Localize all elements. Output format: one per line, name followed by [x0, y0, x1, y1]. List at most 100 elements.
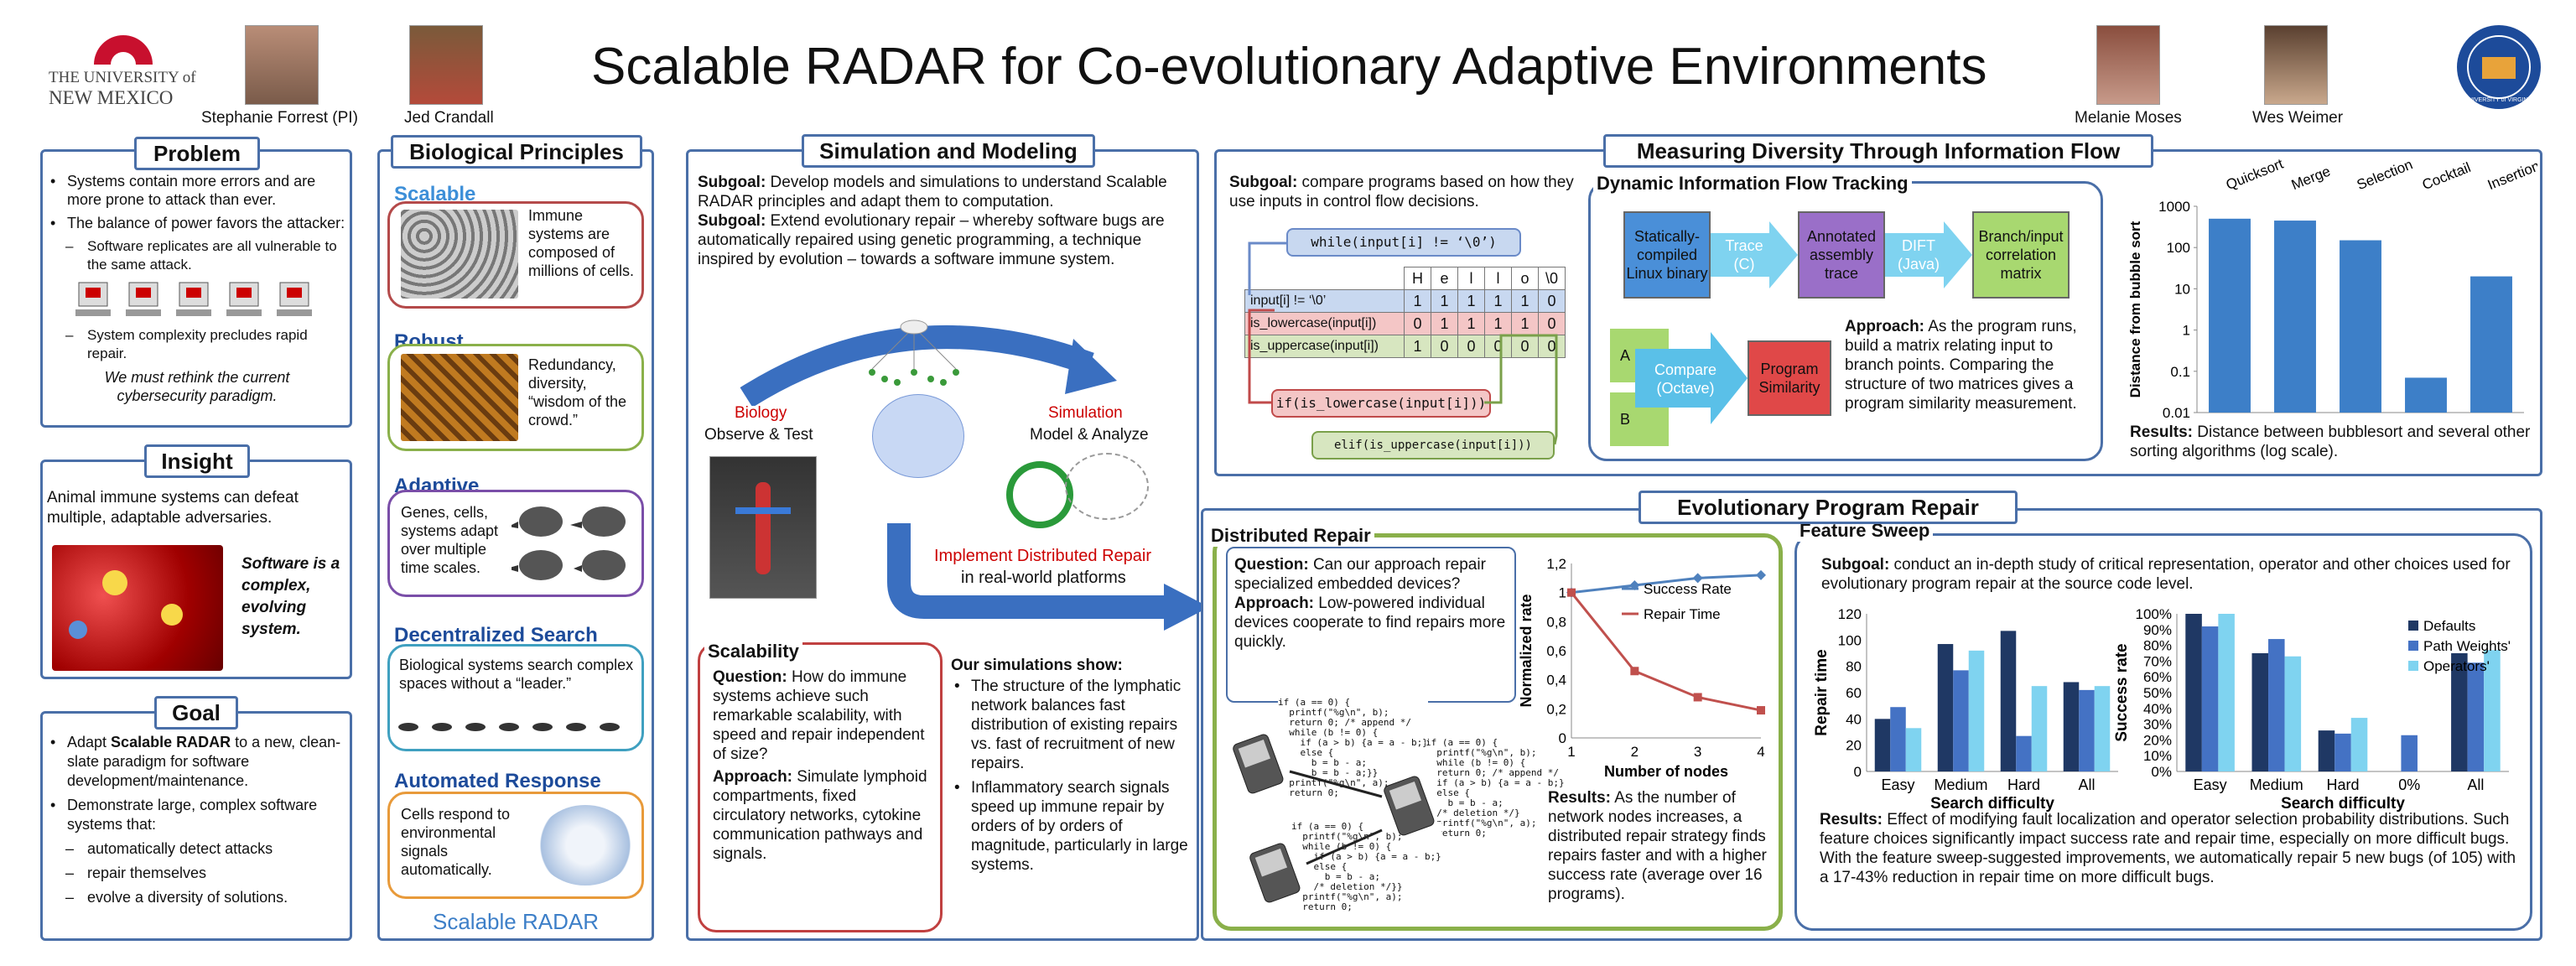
- y-axis-label: Distance from bubble sort: [2127, 221, 2143, 397]
- y-tick-label: 20%: [2143, 732, 2172, 748]
- bio-auto-head: Automated Response: [394, 770, 601, 792]
- x-tick-label: Easy: [1881, 776, 1914, 793]
- diversity-results: Results: Distance between bubblesort and…: [2130, 423, 2531, 460]
- x-tick-label: 0%: [2398, 776, 2420, 793]
- x-tick-label: Cocktail: [2420, 159, 2473, 193]
- legend-swatch: [2408, 641, 2418, 651]
- bar-cocktail: [2405, 377, 2447, 413]
- legend-swatch: [2408, 661, 2418, 671]
- cycle-arrow-icon: [740, 325, 1117, 406]
- scalability-card: [698, 642, 943, 932]
- y-tick-label: 1: [2183, 323, 2190, 339]
- ring-diagram: [1006, 453, 1157, 537]
- bar: [2401, 735, 2418, 771]
- legend-label: Operators': [2423, 658, 2490, 674]
- bar: [1890, 707, 1906, 771]
- bio-decentral-head: Decentralized Search: [394, 624, 598, 647]
- flow-binary: Statically-compiled Linux binary: [1623, 211, 1711, 299]
- matrix-cell: 0: [1457, 335, 1485, 358]
- y-tick-label: 40: [1846, 711, 1862, 727]
- x-tick-label: Medium: [2250, 776, 2303, 793]
- bio-footer: Scalable RADAR: [433, 909, 599, 934]
- y-tick-label: 1: [1559, 585, 1566, 601]
- problem-bullet-1: Systems contain more errors and are more…: [47, 172, 347, 209]
- cell-response-image: [537, 805, 634, 886]
- bar: [2201, 626, 2219, 771]
- bees-image: [401, 354, 518, 441]
- bar: [2318, 730, 2335, 771]
- bio-tab: Biological Principles: [391, 135, 642, 169]
- sim-subgoal-2: Subgoal: Extend evolutionary repair – wh…: [698, 212, 1165, 268]
- matrix-cell: 0: [1484, 335, 1512, 358]
- bar: [2031, 686, 2048, 771]
- bar: [1905, 728, 1922, 771]
- matrix-col-0: H: [1404, 267, 1431, 290]
- repair-time-point: [1757, 706, 1765, 715]
- y-tick-label: 60%: [2143, 669, 2172, 685]
- matrix-row-label: input[i] != ‘\0’: [1244, 289, 1405, 313]
- matrix-cell: 1: [1457, 312, 1485, 335]
- flow-dift: DIFT (Java): [1897, 237, 1940, 273]
- unm-line2: NEW MEXICO: [49, 87, 174, 108]
- y-tick-label: 20: [1846, 738, 1862, 754]
- bar: [2484, 650, 2501, 771]
- goal-dash-1: automatically detect attacks: [65, 839, 347, 859]
- x-tick-label: 3: [1694, 744, 1701, 760]
- matrix-cell: 0: [1538, 289, 1566, 313]
- x-tick-label: Merge: [2289, 164, 2333, 194]
- photo-jed-crandall: [409, 25, 483, 105]
- code-snippet-2: if (a == 0) { printf("%g\n", b); while (…: [1426, 737, 1565, 839]
- bar: [2016, 735, 2032, 771]
- y-tick-label: 100%: [2136, 606, 2172, 622]
- code-snippet-3: if (a == 0) { printf("%g\n", b); while (…: [1291, 821, 1441, 912]
- matrix-cell: 1: [1484, 289, 1512, 313]
- fs-subgoal: Subgoal: conduct an in-depth study of cr…: [1821, 556, 2511, 593]
- bar: [1953, 670, 1969, 771]
- bio-decentral-text: Biological systems search complex spaces…: [399, 657, 634, 692]
- matrix-cell: 1: [1431, 289, 1458, 313]
- x-tick-label: 1: [1567, 744, 1575, 760]
- flow-trace: Trace (C): [1725, 237, 1763, 273]
- sim-model-label: Model & Analyze: [1030, 426, 1149, 444]
- sim-simulation-label: Simulation: [1048, 404, 1123, 422]
- name-melanie-moses: Melanie Moses: [2075, 109, 2182, 127]
- series-line-1: [1570, 591, 1762, 712]
- matrix-col-3: l: [1484, 267, 1512, 290]
- bar: [2218, 614, 2235, 771]
- repair-time-point: [1567, 588, 1576, 597]
- goal-dash-3: evolve a diversity of solutions.: [65, 888, 347, 907]
- matrix-row-label: is_uppercase(input[i]): [1244, 335, 1405, 358]
- legend-label: Defaults: [2423, 618, 2475, 634]
- legend-swatch: [2408, 621, 2418, 631]
- computer-icons: [75, 282, 312, 316]
- x-tick-label: Hard: [2326, 776, 2359, 793]
- y-tick-label: 100: [2167, 240, 2190, 256]
- bar: [2063, 682, 2080, 771]
- insight-tab: Insight: [144, 444, 250, 478]
- legend-label: Path Weights': [2423, 638, 2511, 654]
- y-axis-label: Success rate: [2113, 643, 2131, 741]
- y-tick-label: 70%: [2143, 653, 2172, 669]
- x-axis-label: Search difficulty: [2281, 795, 2405, 813]
- x-tick-label: 4: [1757, 744, 1764, 760]
- dr-results: Results: As the number of network nodes …: [1548, 789, 1767, 903]
- problem-body: Systems contain more errors and are more…: [47, 172, 347, 405]
- code-snippet-1: if (a == 0) { printf("%g\n", b); return …: [1278, 697, 1428, 798]
- y-tick-label: 0%: [2151, 764, 2172, 780]
- x-axis-label: Search difficulty: [1930, 795, 2054, 813]
- bar-merge: [2274, 221, 2316, 413]
- sim-subgoals: Subgoal: Develop models and simulations …: [698, 173, 1191, 269]
- success-rate-point: [1756, 569, 1766, 580]
- y-tick-label: 10%: [2143, 748, 2172, 764]
- repair-time-point: [1693, 693, 1702, 702]
- bar: [2451, 653, 2468, 771]
- y-tick-label: 100: [1838, 632, 1862, 648]
- y-axis-label: Normalized rate: [1518, 594, 1535, 707]
- while-code: while(input[i] != ‘\0’): [1286, 228, 1521, 257]
- diversity-subgoal: Subgoal: compare programs based on how t…: [1229, 174, 1574, 210]
- uva-seal: UNIVERSITY of VIRGINIA: [2457, 25, 2541, 109]
- insight-text: Animal immune systems can defeat multipl…: [47, 489, 299, 527]
- control-flow-arrows: [1248, 242, 1558, 445]
- y-tick-label: 0: [1559, 730, 1566, 746]
- rotunda-icon: [2482, 57, 2516, 79]
